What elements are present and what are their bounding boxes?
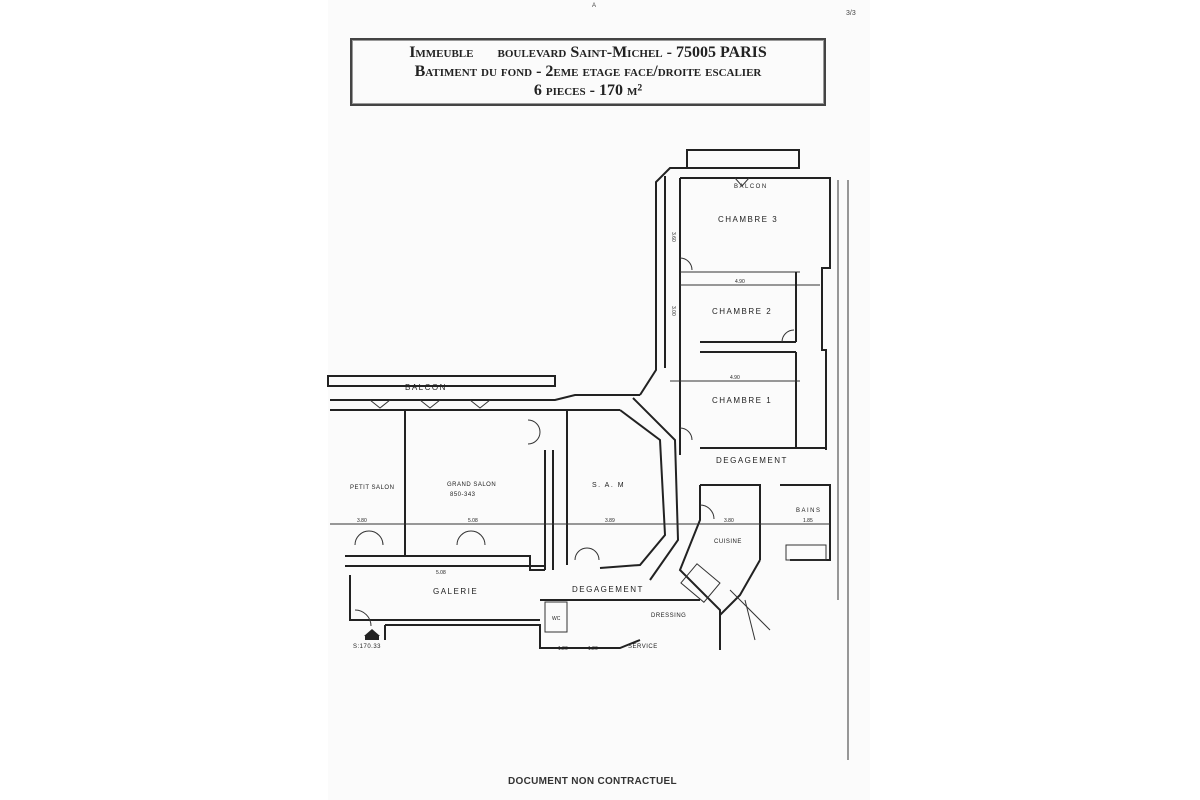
room-label-service: SERVICE <box>628 644 658 650</box>
dim-chambre2-h: 3.00 <box>670 306 676 316</box>
dim-service-b: 1.20 <box>588 646 598 652</box>
room-label-degagement-right: DEGAGEMENT <box>716 456 788 465</box>
dim-service-a: 1.20 <box>558 646 568 652</box>
walls <box>327 149 849 760</box>
dim-bains: 1.85 <box>803 518 813 524</box>
room-label-galerie: GALERIE <box>433 587 478 596</box>
room-label-petit-salon: PETIT SALON <box>350 485 394 491</box>
room-label-balcon-left: BALCON <box>405 383 447 392</box>
room-label-bains: BAINS <box>796 508 822 514</box>
footer-disclaimer: DOCUMENT NON CONTRACTUEL <box>508 776 677 787</box>
room-label-sam: S. A. M <box>592 482 625 489</box>
room-label-cuisine: CUISINE <box>714 539 742 545</box>
dim-chambre1: 4.90 <box>730 375 740 381</box>
dim-galerie: 5.08 <box>436 570 446 576</box>
dim-grand-salon: 5.08 <box>468 518 478 524</box>
title-location: Batiment du fond - 2eme etage face/droit… <box>414 63 762 80</box>
title-building-label: Immeuble <box>409 44 474 61</box>
room-label-grand-salon: GRAND SALON <box>447 482 496 488</box>
room-label-wc: WC <box>552 616 561 622</box>
room-label-chambre1: CHAMBRE 1 <box>712 396 772 405</box>
top-mark: A <box>592 3 597 9</box>
room-label-balcon-top: BALCON <box>734 184 768 190</box>
room-label-dressing: DRESSING <box>651 613 686 619</box>
dim-chambre-h: 3.60 <box>670 232 676 242</box>
dim-petit-salon: 3.80 <box>357 518 367 524</box>
surface-label: S:170.33 <box>353 644 381 650</box>
dim-chambre3: 4.90 <box>735 279 745 285</box>
room-label-chambre2: CHAMBRE 2 <box>712 307 772 316</box>
title-box: Immeuble boulevard Saint-Michel - 75005 … <box>350 38 826 106</box>
title-address: boulevard Saint-Michel - 75005 PARIS <box>497 44 767 61</box>
dim-cuisine: 3.80 <box>724 518 734 524</box>
dim-sam: 3.89 <box>605 518 615 524</box>
room-label-degagement-bottom: DEGAGEMENT <box>572 585 644 594</box>
page-number: 3/3 <box>846 10 856 17</box>
title-summary: 6 pieces - 170 m² <box>533 82 643 99</box>
room-label-chambre3: CHAMBRE 3 <box>718 215 778 224</box>
room-label-grand-salon-sub: 850-343 <box>450 492 476 498</box>
stair-icon <box>364 629 380 636</box>
